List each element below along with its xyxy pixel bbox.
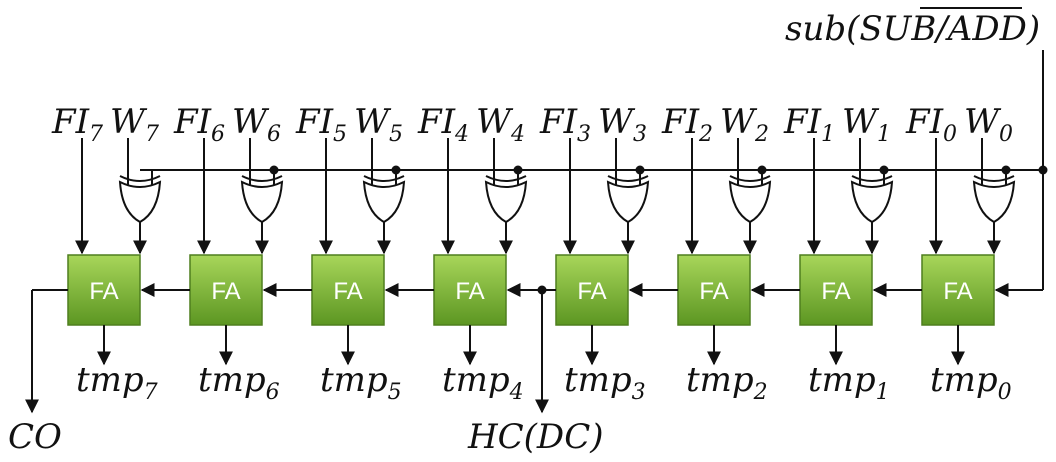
xor-gate-1 — [850, 175, 894, 224]
wiring — [25, 50, 1048, 414]
w-label-2: W2 — [720, 102, 769, 147]
full-adder-label-7: FA — [89, 278, 118, 305]
full-adder-4: FA — [433, 254, 507, 326]
full-adder-label-1: FA — [821, 278, 850, 305]
carry-out-label: CO — [8, 417, 62, 457]
xor-gate-4 — [484, 175, 528, 224]
xor-gate-2 — [728, 175, 772, 224]
control-input-bar-text: SUB/ADD — [859, 9, 1026, 49]
tmp-label-3: tmp3 — [564, 360, 646, 405]
fi-label-6: FI6 — [173, 102, 225, 147]
full-adder-0: FA — [921, 254, 995, 326]
full-adder-label-3: FA — [577, 278, 606, 305]
fi-label-4: FI4 — [417, 102, 469, 147]
tmp-label-4: tmp4 — [442, 360, 524, 405]
xor-gate-0 — [972, 175, 1016, 224]
xor-gate-6 — [240, 175, 284, 224]
fi-label-5: FI5 — [295, 102, 347, 147]
fi-label-1: FI1 — [783, 102, 835, 147]
w-label-6: W6 — [232, 102, 281, 147]
full-adder-label-5: FA — [333, 278, 362, 305]
fi-label-7: FI7 — [51, 102, 103, 147]
tmp-label-6: tmp6 — [198, 360, 280, 405]
xor-gate-7 — [118, 175, 162, 224]
fi-label-2: FI2 — [661, 102, 713, 147]
w-label-7: W7 — [110, 102, 159, 147]
full-adder-3: FA — [555, 254, 629, 326]
full-adder-7: FA — [67, 254, 141, 326]
full-adder-1: FA — [799, 254, 873, 326]
full-adder-label-6: FA — [211, 278, 240, 305]
xor-gate-3 — [606, 175, 650, 224]
full-adder-2: FA — [677, 254, 751, 326]
full-adder-label-0: FA — [943, 278, 972, 305]
fi-label-0: FI0 — [905, 102, 957, 147]
xor-gate-5 — [362, 175, 406, 224]
tmp-label-0: tmp0 — [930, 360, 1012, 405]
half-carry-label: HC(DC) — [467, 417, 603, 457]
fi-label-3: FI3 — [539, 102, 591, 147]
tmp-label-2: tmp2 — [686, 360, 768, 405]
w-label-1: W1 — [842, 102, 891, 147]
tmp-label-5: tmp5 — [320, 360, 402, 405]
w-label-3: W3 — [598, 102, 647, 147]
w-label-4: W4 — [476, 102, 525, 147]
full-adder-6: FA — [189, 254, 263, 326]
w-label-0: W0 — [964, 102, 1013, 147]
full-adder-5: FA — [311, 254, 385, 326]
tmp-label-1: tmp1 — [808, 360, 890, 405]
control-input-label: sub(SUB/ADD) — [785, 9, 1040, 49]
tmp-label-7: tmp7 — [76, 360, 158, 405]
w-label-5: W5 — [354, 102, 403, 147]
full-adder-label-4: FA — [455, 278, 484, 305]
full-adder-label-2: FA — [699, 278, 728, 305]
